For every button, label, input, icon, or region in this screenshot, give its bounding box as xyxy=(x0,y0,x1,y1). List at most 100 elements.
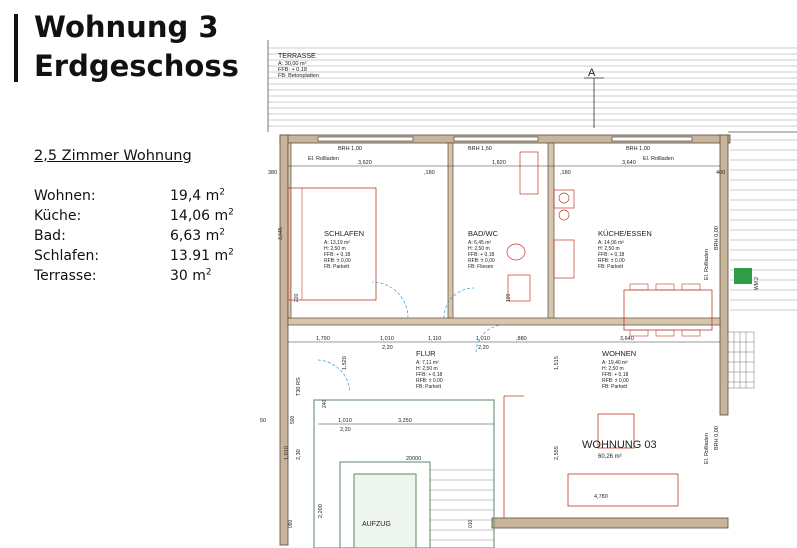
dim-mid-3: 2,20 xyxy=(382,345,393,351)
dim-low-12: 500 xyxy=(290,415,296,424)
area-value: 14,06 m2 xyxy=(170,207,234,224)
room-schlafen-rfb: RFB: ± 0,00 xyxy=(324,258,351,264)
dim-top-3: 3,640 xyxy=(622,160,636,166)
brh-1: BRH 1,00 xyxy=(338,146,362,152)
dim-mid-5: 1,010 xyxy=(476,336,490,342)
dim-mid-6: 2,20 xyxy=(478,345,489,351)
brh-3: BRH 1,00 xyxy=(626,146,650,152)
area-value: 19,4 m2 xyxy=(170,187,225,204)
area-list: Wohnen: 19,4 m2 Küche: 14,06 m2 Bad: 6,6… xyxy=(34,186,260,286)
door-t30: T30 RS xyxy=(296,377,302,396)
area-label: Wohnen: xyxy=(34,188,96,204)
room-kueche-h: H: 2,50 m xyxy=(598,246,620,252)
room-bad-a: A: 6,45 m² xyxy=(468,240,491,246)
room-bad-h: H: 2,50 m xyxy=(468,246,490,252)
roller-1: El. Rollladen xyxy=(308,156,339,162)
dining-chairs xyxy=(629,283,701,337)
dim-mid-7: ,880 xyxy=(516,336,527,342)
room-flur-name: FLUR xyxy=(416,349,436,358)
interior-walls xyxy=(287,142,721,326)
exterior-walls xyxy=(279,134,731,546)
dim-low-4: 2,30 xyxy=(296,449,302,460)
dim-top-6: 380 xyxy=(268,170,277,176)
stair-steps xyxy=(430,469,494,541)
area-row-bad: Bad: 6,63 m2 xyxy=(34,226,260,246)
room-flur-rfb: RFB: ± 0,00 xyxy=(416,378,443,384)
area-label: Küche: xyxy=(34,208,82,224)
area-label: Schlafen: xyxy=(34,248,100,264)
dim-mid-1: 1,790 xyxy=(316,336,330,342)
area-value: 6,63 m2 xyxy=(170,227,225,244)
room-wohnen-name: WOHNEN xyxy=(602,349,636,358)
room-kueche-fb: FB: Parkett xyxy=(598,264,624,270)
terrace-ffb: FFB: + 0,18 xyxy=(278,67,307,73)
dim-low-9: 20000 xyxy=(406,456,421,462)
room-schlafen-ffb: FFB: + 0,18 xyxy=(324,252,350,258)
dim-top-4: ,180 xyxy=(424,170,435,176)
apartment-type: 2,5 Zimmer Wohnung xyxy=(34,148,192,164)
room-wohnen-a: A: 19,40 m² xyxy=(602,360,628,366)
room-wohnen-h: H: 2,50 m xyxy=(602,366,624,372)
unit-label: WOHNUNG 03 xyxy=(582,439,657,451)
dim-low-10: 120 xyxy=(506,293,512,302)
area-row-wohnen: Wohnen: 19,4 m2 xyxy=(34,186,260,206)
dim-low-3: 3,250 xyxy=(398,418,412,424)
room-wohnen-fb: FB: Parkett xyxy=(602,384,628,390)
dim-low-5: 1,010 xyxy=(284,446,290,460)
bath-fixtures xyxy=(506,151,575,302)
room-bad-ffb: FFB: + 0,18 xyxy=(468,252,494,258)
dim-mid-8: 3,640 xyxy=(620,336,634,342)
area-label: Terrasse: xyxy=(34,268,97,284)
room-flur-fb: FB: Parkett xyxy=(416,384,442,390)
brh-4: BRH 0,00 xyxy=(714,226,720,250)
brh-2: BRH 1,50 xyxy=(468,146,492,152)
dim-low-11: 240 xyxy=(322,399,328,408)
area-row-schlafen: Schlafen: 13.91 m2 xyxy=(34,246,260,266)
exit-mark: WM 2 xyxy=(754,277,760,290)
room-wohnen-rfb: RFB: ± 0,00 xyxy=(602,378,629,384)
dim-low-1: 1,010 xyxy=(338,418,352,424)
terrace-area: A: 30,00 m² xyxy=(278,61,307,67)
dim-top-1: 3,620 xyxy=(358,160,372,166)
room-schlafen-h: H: 2,50 m xyxy=(324,246,346,252)
dim-low-13: 50 xyxy=(260,418,266,424)
room-schlafen-a: A: 13,19 m² xyxy=(324,240,350,246)
roller-2: El. Rollladen xyxy=(643,156,674,162)
room-bad-rfb: RFB: ± 0,00 xyxy=(468,258,495,264)
area-row-kueche: Küche: 14,06 m2 xyxy=(34,206,260,226)
top-windows xyxy=(317,136,693,142)
roller-4: El. Rollladen xyxy=(704,433,710,464)
stairwell xyxy=(313,399,495,548)
dim-low-6: 2,555 xyxy=(554,446,560,460)
terrace-hatch xyxy=(268,47,797,311)
dim-low-7: 4,780 xyxy=(594,494,608,500)
dim-low-14: 090 xyxy=(288,519,294,528)
room-flur-a: A: 7,11 m² xyxy=(416,360,439,366)
dim-mid-4: 1,110 xyxy=(428,336,441,342)
unit-area: 60,26 m² xyxy=(598,454,622,460)
roller-3: El. Rollladen xyxy=(704,249,710,280)
room-bad-fb: FB: Fliesen xyxy=(468,264,494,270)
lift-label: AUFZUG xyxy=(362,521,391,528)
door-swings xyxy=(317,281,505,393)
dim-mid-10: 1,515 xyxy=(554,356,560,370)
section-mark: A xyxy=(588,67,596,79)
dim-side-1: 3,645 xyxy=(278,227,284,240)
dim-mid-2: 1,010 xyxy=(380,336,394,342)
living-furniture xyxy=(503,395,679,518)
area-row-terrasse: Terrasse: 30 m2 xyxy=(34,266,260,286)
room-flur-ffb: FFB: + 0,18 xyxy=(416,372,442,378)
room-bad-name: BAD/WC xyxy=(468,229,499,238)
room-schlafen-name: SCHLAFEN xyxy=(324,229,364,238)
room-wohnen-ffb: FFB: + 0,18 xyxy=(602,372,628,378)
room-kueche-name: KÜCHE/ESSEN xyxy=(598,229,652,238)
area-value: 13.91 m2 xyxy=(170,247,234,264)
room-kueche-ffb: FFB: + 0,18 xyxy=(598,252,624,258)
dim-top-2: 1,820 xyxy=(492,160,506,166)
dim-side-2: 220 xyxy=(294,293,300,302)
title-accent-bar xyxy=(14,14,18,82)
terrace-name: TERRASSE xyxy=(278,53,316,60)
room-flur-h: H: 2,50 m xyxy=(416,366,438,372)
bed xyxy=(287,187,377,301)
title-line-1: Wohnung 3 xyxy=(34,10,219,44)
